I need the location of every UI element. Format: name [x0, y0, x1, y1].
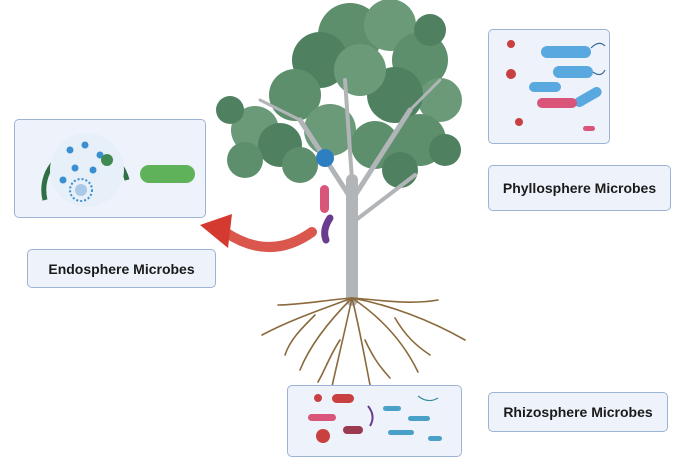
curved-arrow	[200, 214, 317, 252]
phyllosphere-image-panel	[488, 29, 610, 144]
tree-roots	[261, 297, 466, 396]
endosphere-label-text: Endosphere Microbes	[48, 260, 195, 277]
endosphere-cell-illustration	[41, 133, 195, 207]
endosphere-label: Endosphere Microbes	[27, 249, 216, 288]
tree-microbes	[316, 149, 334, 244]
rhizosphere-label: Rhizosphere Microbes	[488, 392, 668, 432]
phyllosphere-microbes-illustration	[506, 40, 606, 131]
rhizosphere-label-text: Rhizosphere Microbes	[503, 404, 653, 420]
phyllosphere-label: Phyllosphere Microbes	[488, 165, 671, 211]
rhizosphere-image-panel	[287, 385, 462, 457]
rhizosphere-microbes-illustration	[308, 394, 442, 443]
phyllosphere-label-text: Phyllosphere Microbes	[502, 180, 657, 196]
endosphere-image-panel	[14, 119, 206, 218]
